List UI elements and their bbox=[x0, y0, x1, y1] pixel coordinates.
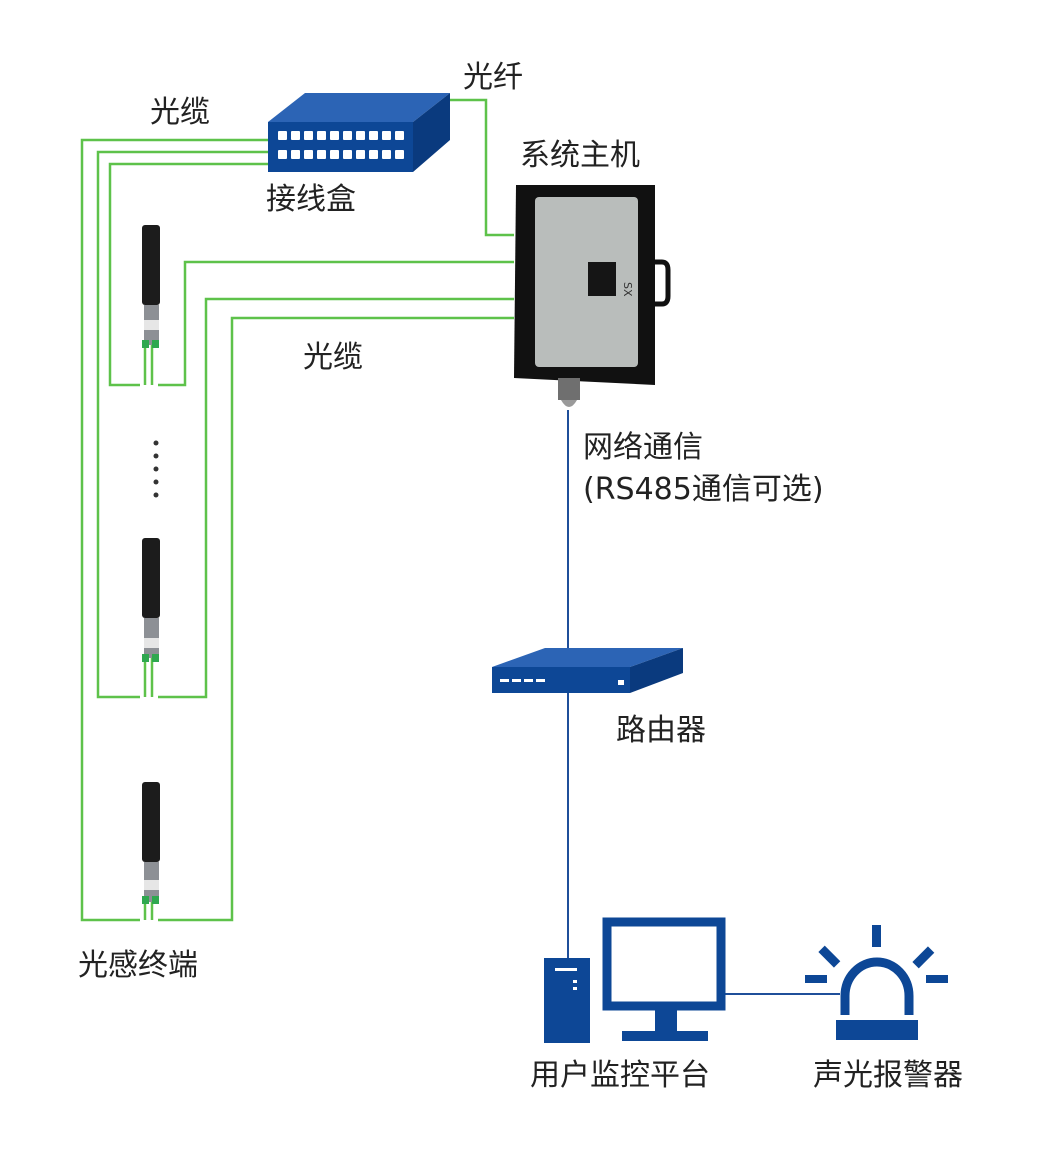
label-fiber: 光纤 bbox=[463, 60, 523, 95]
label-router: 路由器 bbox=[616, 713, 706, 748]
label-monitor-platform: 用户监控平台 bbox=[530, 1058, 710, 1093]
fiber-sensor-icon-1 bbox=[142, 225, 160, 348]
system-host-icon: SX bbox=[514, 185, 671, 407]
label-cable-mid: 光缆 bbox=[303, 340, 363, 375]
fiber-sensor-icon-3 bbox=[142, 782, 160, 904]
host-cable-1 bbox=[158, 260, 514, 387]
junction-box-ports bbox=[278, 131, 404, 159]
monitor-icon bbox=[602, 917, 726, 1041]
cable-line-mid bbox=[96, 150, 268, 699]
label-sensor-terminal: 光感终端 bbox=[78, 948, 198, 983]
alarm-beacon-icon bbox=[805, 925, 948, 1040]
label-rs485-note: (RS485通信可选) bbox=[583, 472, 824, 507]
label-system-host: 系统主机 bbox=[520, 138, 640, 173]
cable-line-inner bbox=[108, 162, 268, 387]
label-alarm: 声光报警器 bbox=[813, 1058, 963, 1093]
host-cable-3 bbox=[158, 316, 514, 922]
label-cable-top: 光缆 bbox=[150, 95, 210, 130]
fiber-cable-lines bbox=[80, 98, 514, 922]
cable-line-outer bbox=[80, 138, 268, 922]
fiber-sensor-icon-2 bbox=[142, 538, 160, 662]
junction-box-icon bbox=[268, 93, 450, 172]
host-cable-2 bbox=[158, 297, 514, 699]
label-junction-box: 接线盒 bbox=[266, 182, 356, 217]
fiber-line bbox=[450, 98, 514, 237]
host-brand-text: SX bbox=[621, 282, 634, 297]
label-network-comm: 网络通信 bbox=[583, 430, 703, 465]
router-icon bbox=[492, 648, 683, 693]
pc-tower-icon bbox=[544, 958, 590, 1043]
ellipsis-dots bbox=[153, 440, 159, 498]
network-lines bbox=[567, 410, 840, 995]
